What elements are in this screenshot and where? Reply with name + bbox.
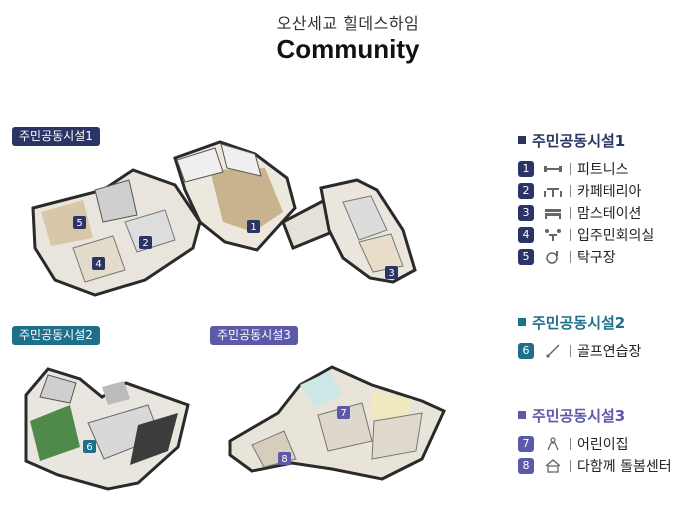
number-badge: 8 — [518, 458, 534, 474]
ping-pong-icon — [542, 249, 564, 265]
daycare-icon — [542, 436, 564, 452]
legend-label: 피트니스 — [577, 162, 629, 178]
divider — [570, 163, 571, 175]
sofa-icon — [542, 205, 564, 221]
dumbbell-icon — [542, 161, 564, 177]
legend-group-3: 주민공동시설3 7 어린이집 8 다함께 돌봄센터 — [518, 405, 672, 477]
number-badge: 6 — [518, 343, 534, 359]
pin-1: 1 — [250, 222, 256, 233]
facility3-tag: 주민공동시설3 — [210, 326, 298, 345]
legend-item: 4 입주민회의실 — [518, 224, 654, 246]
legend-item: 8 다함께 돌봄센터 — [518, 455, 672, 477]
legend-item: 7 어린이집 — [518, 433, 672, 455]
divider — [570, 251, 571, 263]
legend-item: 1 피트니스 — [518, 158, 654, 180]
legend-label: 어린이집 — [577, 437, 629, 453]
divider — [570, 345, 571, 357]
legend-group-1-title: 주민공동시설1 — [518, 130, 654, 150]
legend-label: 입주민회의실 — [577, 228, 655, 244]
divider — [570, 460, 571, 472]
care-house-icon — [542, 458, 564, 474]
square-bullet-icon — [518, 318, 526, 326]
pin-4: 4 — [95, 259, 101, 270]
divider — [570, 229, 571, 241]
pin-6: 6 — [86, 442, 92, 453]
meeting-icon — [542, 227, 564, 243]
legend-label: 골프연습장 — [577, 344, 642, 360]
square-bullet-icon — [518, 136, 526, 144]
legend-group-3-title: 주민공동시설3 — [518, 405, 672, 425]
legend-item: 6 골프연습장 — [518, 340, 641, 362]
legend-group-2-title: 주민공동시설2 — [518, 312, 641, 332]
number-badge: 5 — [518, 249, 534, 265]
pin-2: 2 — [142, 238, 148, 249]
pin-8: 8 — [281, 454, 287, 465]
number-badge: 4 — [518, 227, 534, 243]
facility1-floorplan: 5 4 2 1 3 — [31, 140, 417, 297]
legend-item: 5 탁구장 — [518, 246, 654, 268]
legend-group-2: 주민공동시설2 6 골프연습장 — [518, 312, 641, 362]
golf-icon — [542, 343, 564, 359]
square-bullet-icon — [518, 411, 526, 419]
facility2-floorplan: 6 — [24, 367, 190, 491]
number-badge: 7 — [518, 436, 534, 452]
legend-label: 탁구장 — [577, 250, 616, 266]
number-badge: 2 — [518, 183, 534, 199]
number-badge: 3 — [518, 205, 534, 221]
legend-label: 맘스테이션 — [577, 206, 642, 222]
cafe-table-icon — [542, 183, 564, 199]
divider — [570, 207, 571, 219]
facility2-tag: 주민공동시설2 — [12, 326, 100, 345]
facility1-tag: 주민공동시설1 — [12, 127, 100, 146]
pin-3: 3 — [388, 268, 394, 279]
legend-label: 카페테리아 — [577, 184, 642, 200]
legend-item: 2 카페테리아 — [518, 180, 654, 202]
page-title: Community — [276, 34, 420, 64]
page-subtitle: 오산세교 힐데스하임 — [276, 14, 420, 33]
divider — [570, 185, 571, 197]
facility3-floorplan: 7 8 — [228, 365, 446, 481]
number-badge: 1 — [518, 161, 534, 177]
divider — [570, 438, 571, 450]
legend-item: 3 맘스테이션 — [518, 202, 654, 224]
legend-label: 다함께 돌봄센터 — [577, 459, 672, 475]
pin-7: 7 — [340, 408, 346, 419]
pin-5: 5 — [76, 218, 82, 229]
legend-group-1: 주민공동시설1 1 피트니스 2 카페테리아 3 맘스테이션 4 입주민회의실 … — [518, 130, 654, 268]
